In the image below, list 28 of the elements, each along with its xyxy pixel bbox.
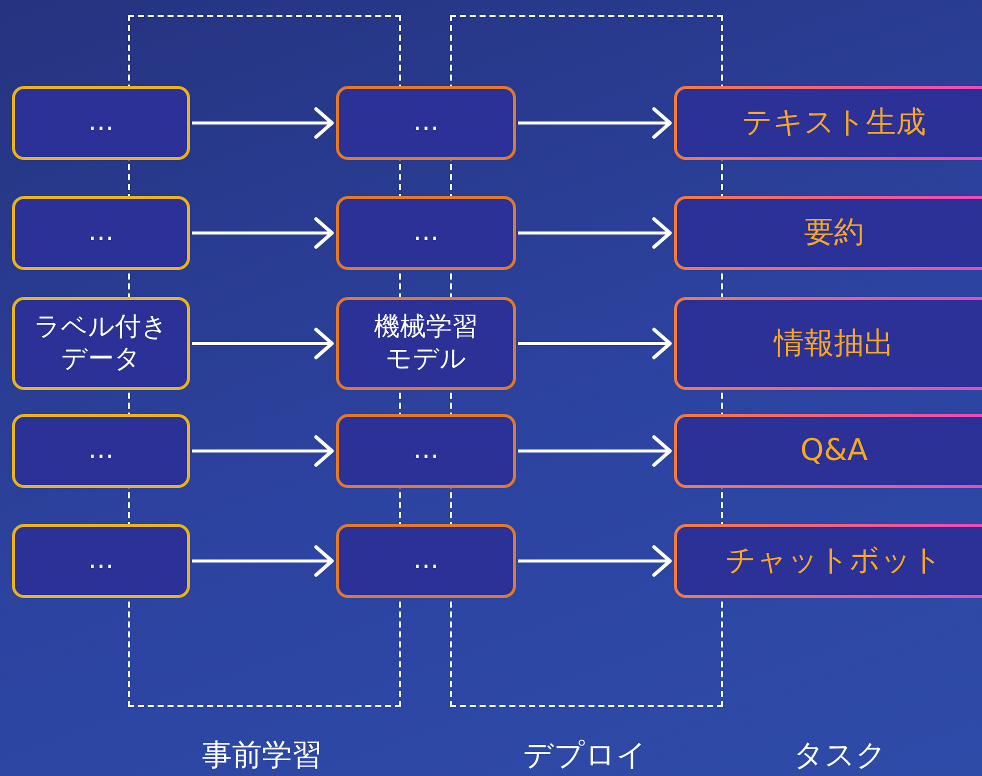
- process-box: …: [12, 196, 190, 270]
- task-box: チャットボット: [674, 524, 982, 598]
- task-box: 要約: [674, 196, 982, 270]
- process-box: ラベル付きデータ: [12, 297, 190, 390]
- task-box: 情報抽出: [674, 297, 982, 390]
- arrow: [192, 217, 334, 249]
- column-label: タスク: [792, 737, 888, 775]
- task-box: Q&A: [674, 414, 982, 488]
- process-box: …: [12, 414, 190, 488]
- process-box: …: [336, 196, 516, 270]
- arrow: [518, 328, 672, 360]
- process-box: …: [12, 524, 190, 598]
- process-box: …: [336, 524, 516, 598]
- process-box: …: [12, 86, 190, 160]
- column-label: 事前学習: [201, 737, 323, 775]
- process-box: …: [336, 414, 516, 488]
- task-box: テキスト生成: [674, 86, 982, 160]
- arrow: [518, 217, 672, 249]
- arrow: [518, 435, 672, 467]
- column-label: デプロイ: [522, 737, 648, 775]
- process-box: 機械学習モデル: [336, 297, 516, 390]
- arrow: [192, 435, 334, 467]
- process-box: …: [336, 86, 516, 160]
- arrow: [192, 328, 334, 360]
- arrow: [192, 107, 334, 139]
- arrow: [518, 107, 672, 139]
- arrow: [192, 545, 334, 577]
- arrow: [518, 545, 672, 577]
